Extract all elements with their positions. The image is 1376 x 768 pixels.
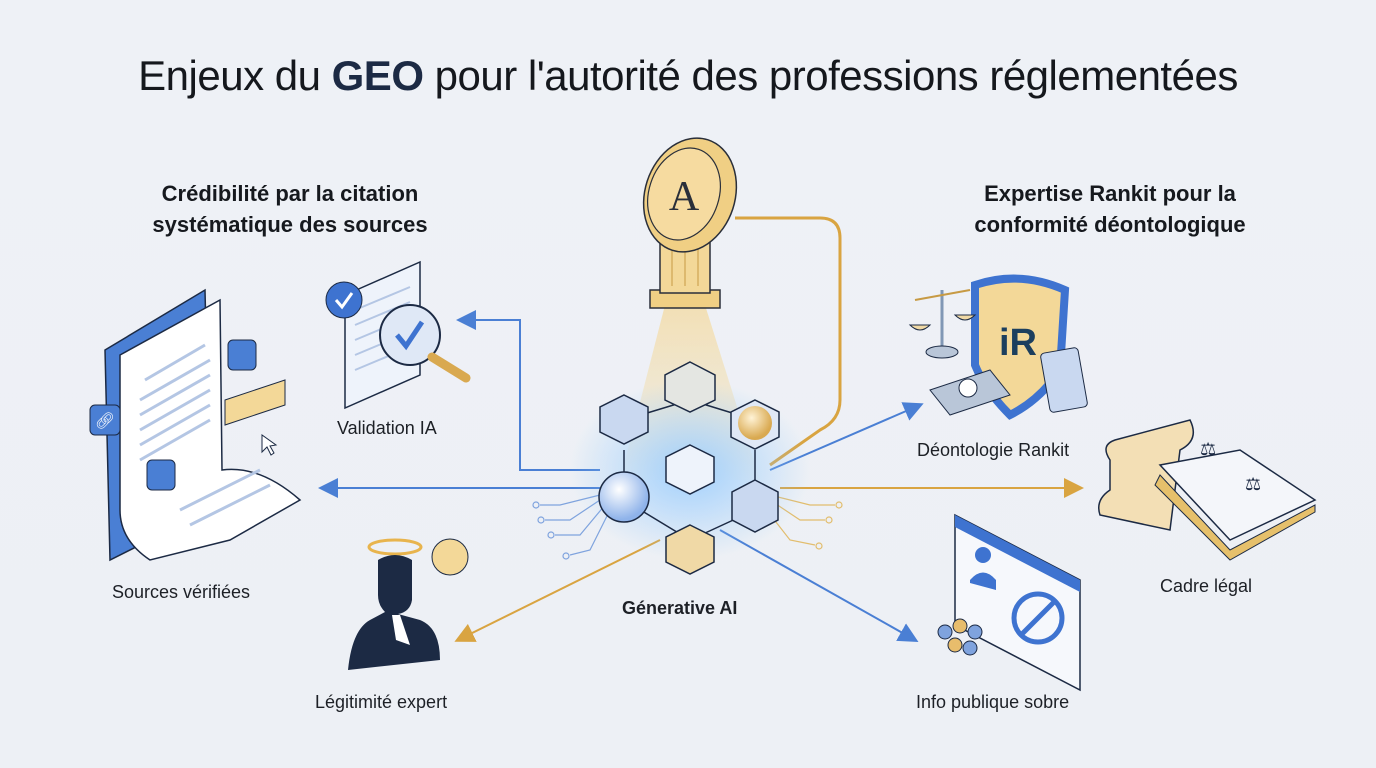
shield-scales-icon: iR	[908, 274, 1088, 420]
connector-lines	[318, 216, 1084, 642]
law-book-scroll-icon: ⚖ ⚖	[1098, 419, 1317, 561]
svg-text:iR: iR	[999, 322, 1037, 364]
title-prefix: Enjeux du	[138, 52, 332, 99]
right-section-heading: Expertise Rankit pour la conformité déon…	[915, 178, 1305, 240]
svg-text:⚖: ⚖	[1200, 439, 1216, 459]
magnifier-check-icon	[325, 260, 471, 410]
node-label-sources: Sources vérifiées	[112, 582, 251, 602]
node-label-cadre: Cadre légal	[1160, 576, 1253, 596]
right-heading-line1: Expertise Rankit pour la	[984, 181, 1236, 206]
title-highlight-geo: GEO	[331, 52, 424, 99]
center-label-generative-ai: Génerative AI	[622, 598, 738, 618]
no-advertising-icon	[937, 513, 1081, 692]
node-label-expert: Légitimité expert	[315, 692, 448, 712]
svg-text:🔗︎: 🔗︎	[95, 412, 115, 430]
left-section-heading: Crédibilité par la citation systématique…	[100, 178, 480, 240]
title-suffix: pour l'autorité des professions réglemen…	[423, 52, 1239, 99]
svg-text:⚖: ⚖	[1245, 474, 1261, 494]
ai-cube-network-icon	[570, 361, 810, 575]
expert-halo-icon	[348, 538, 469, 670]
node-label-deontologie: Déontologie Rankit	[917, 440, 1070, 460]
brain-icon	[431, 538, 469, 576]
node-label-info: Info publique sobre	[916, 692, 1070, 712]
page-title: Enjeux du GEO pour l'autorité des profes…	[0, 52, 1376, 100]
node-label-validation: Validation IA	[337, 418, 437, 438]
link-badge-icon	[146, 459, 176, 491]
left-heading-line1: Crédibilité par la citation	[161, 181, 419, 206]
svg-text:A: A	[669, 174, 700, 220]
link-badge-icon	[89, 404, 121, 436]
link-badge-icon	[227, 339, 257, 371]
right-heading-line2: conformité déontologique	[974, 212, 1246, 237]
linked-document-icon: 🔗︎	[89, 288, 302, 562]
left-heading-line2: systématique des sources	[152, 212, 428, 237]
